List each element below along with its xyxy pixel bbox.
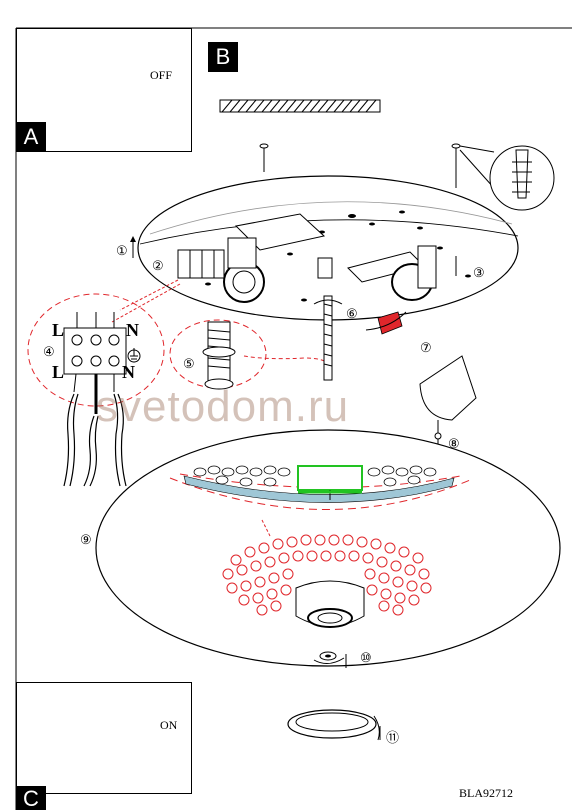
panel-c xyxy=(16,682,192,794)
panel-c-tag: C xyxy=(16,786,46,811)
step-3: ③ xyxy=(473,265,485,280)
step-9: ⑨ xyxy=(80,532,92,547)
off-label: OFF xyxy=(150,68,173,82)
step-5: ⑤ xyxy=(183,356,195,371)
step-1: ① xyxy=(116,243,128,258)
trim-ring xyxy=(287,709,381,741)
wire-callout xyxy=(111,279,181,323)
terminal-l-top: L xyxy=(52,320,65,340)
panel-a-tag: A xyxy=(16,122,46,152)
step-6: ⑥ xyxy=(346,306,358,321)
panel-b-tag: B xyxy=(208,42,238,72)
on-label: ON xyxy=(160,718,178,732)
product-code: BLA92712 xyxy=(459,786,513,800)
supply-wires xyxy=(63,393,127,487)
ceiling-hatch xyxy=(219,99,381,113)
terminal-l-bottom: L xyxy=(52,362,65,382)
threaded-rod xyxy=(313,295,343,381)
step-8: ⑧ xyxy=(448,436,460,451)
terminal-block xyxy=(27,293,165,414)
terminal-n-top: N xyxy=(126,320,139,340)
ceiling-screws xyxy=(259,143,495,189)
terminal-n-bottom: N xyxy=(122,362,135,382)
dowel-detail xyxy=(489,145,555,211)
threaded-nipple xyxy=(169,319,329,390)
step-10: ⑩ xyxy=(360,650,372,665)
mounting-plate xyxy=(137,175,519,321)
step-4: ④ xyxy=(43,344,55,359)
watermark: svetodom.ru xyxy=(96,382,350,431)
step-7: ⑦ xyxy=(420,340,432,355)
step-2: ② xyxy=(152,258,164,273)
glass-shade xyxy=(95,429,561,668)
step-11: ⑪ xyxy=(386,730,400,745)
red-cap xyxy=(365,311,407,335)
